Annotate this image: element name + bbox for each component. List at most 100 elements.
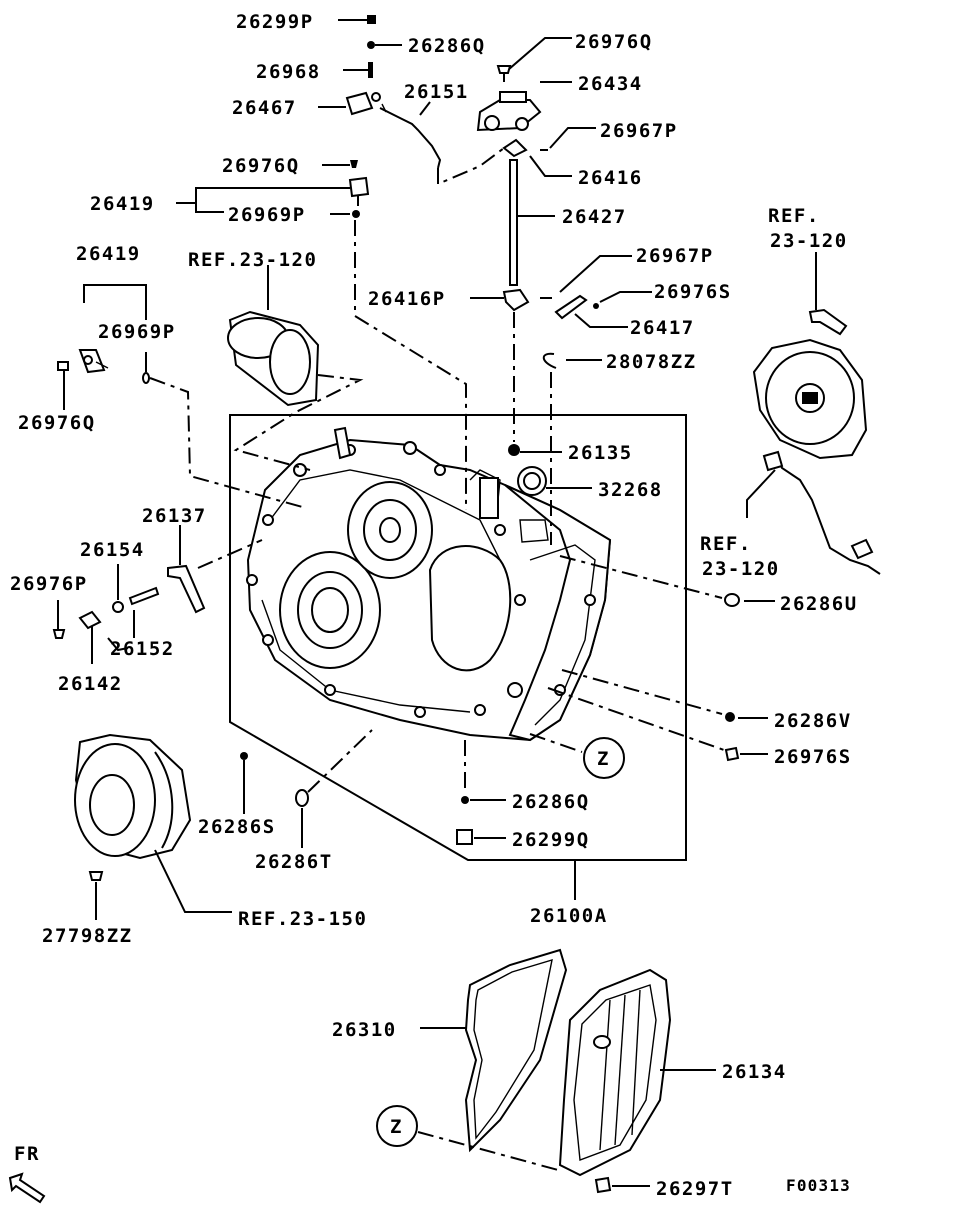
label-26976Q-left: 26976Q — [18, 412, 96, 434]
pin-26154 — [112, 564, 124, 613]
bolt-26976Q-left — [57, 361, 69, 410]
sensor-26419-a — [176, 176, 370, 213]
label-ref-a1: REF. — [768, 205, 820, 227]
sensor-26976Q-mid — [322, 160, 358, 168]
label-ref-a2: 23-120 — [770, 230, 848, 252]
dash-line-harness — [437, 147, 505, 186]
label-26419-b: 26419 — [76, 243, 141, 265]
detent-26416P — [470, 288, 530, 312]
pin-26976P — [52, 600, 66, 639]
label-26969P-b: 26969P — [98, 321, 176, 343]
lever-26137 — [167, 525, 263, 614]
seal-26286V — [561, 669, 768, 722]
label-26417: 26417 — [630, 317, 695, 339]
dash-line-26969P-a — [354, 220, 467, 510]
pin-26967P-top — [540, 127, 596, 151]
callout-z-b — [376, 1105, 559, 1171]
label-26286Q-bot: 26286Q — [512, 791, 590, 813]
label-26286V: 26286V — [774, 710, 852, 732]
label-26154: 26154 — [80, 539, 145, 561]
figure-code: F00313 — [786, 1176, 851, 1195]
sensor-26419-b — [78, 284, 147, 374]
label-26976Q-mid: 26976Q — [222, 155, 300, 177]
harness-26151 — [379, 101, 442, 169]
label-26310: 26310 — [332, 1019, 397, 1041]
label-26142: 26142 — [58, 673, 123, 695]
bolt-26297T — [594, 1176, 650, 1194]
gasket-26310 — [420, 948, 568, 1153]
label-26969P-a: 26969P — [228, 204, 306, 226]
shaft-26427 — [509, 159, 555, 286]
label-ref-b: REF.23-120 — [188, 249, 317, 271]
label-26967P-mid: 26967P — [636, 245, 714, 267]
label-26968: 26968 — [256, 61, 321, 83]
label-fr: FR — [14, 1143, 40, 1165]
seal-26135 — [508, 444, 562, 456]
sensor-26467 — [318, 91, 381, 116]
range-switch-26434 — [476, 81, 572, 132]
oring-26969P-a — [330, 210, 360, 218]
label-26152: 26152 — [110, 638, 175, 660]
case-assembly-box — [229, 414, 687, 861]
label-26299Q: 26299Q — [512, 829, 590, 851]
dash-line-26969P-b — [149, 377, 307, 509]
label-26467: 26467 — [232, 97, 297, 119]
plug-26286Q-bot — [461, 740, 506, 804]
label-28078ZZ: 28078ZZ — [606, 351, 697, 373]
label-26419-a: 26419 — [90, 193, 155, 215]
label-26299P: 26299P — [236, 11, 314, 33]
label-26100A: 26100A — [530, 905, 608, 927]
ring-26286S — [240, 752, 248, 814]
ring-26286T — [295, 729, 373, 848]
label-z-b: Z — [390, 1116, 403, 1138]
bolt-26976Q-top — [496, 37, 572, 82]
plug-26299Q — [456, 829, 506, 845]
label-27798ZZ: 27798ZZ — [42, 925, 133, 947]
label-26976S-bot: 26976S — [774, 746, 852, 768]
label-26427: 26427 — [562, 206, 627, 228]
housing-ref-23-150 — [74, 733, 232, 913]
label-26286U: 26286U — [780, 593, 858, 615]
label-26151: 26151 — [404, 81, 469, 103]
clip-26142 — [78, 610, 129, 664]
label-26286Q-top: 26286Q — [408, 35, 486, 57]
label-26297T: 26297T — [656, 1178, 734, 1200]
seal-26286U — [559, 555, 775, 607]
oring-26969P-b — [142, 352, 150, 384]
label-26135: 26135 — [568, 442, 633, 464]
lever-26416 — [502, 138, 572, 177]
cover-ref-23-120 — [752, 252, 868, 460]
bolt-26976S-top — [593, 291, 652, 309]
label-26134: 26134 — [722, 1061, 787, 1083]
label-26416P: 26416P — [368, 288, 446, 310]
front-direction-arrow-icon — [8, 1172, 46, 1204]
spring-26417 — [554, 294, 628, 328]
label-ref-c2: 23-120 — [702, 558, 780, 580]
label-26416: 26416 — [578, 167, 643, 189]
label-26976P: 26976P — [10, 573, 88, 595]
label-26967P-top: 26967P — [600, 120, 678, 142]
transaxle-case — [246, 426, 612, 742]
pin-26968 — [343, 62, 373, 78]
solenoid-ref-23-120 — [227, 265, 320, 407]
seal-32268 — [517, 466, 592, 496]
pipe-ref-23-120 — [746, 450, 881, 575]
clip-28078ZZ — [542, 352, 602, 369]
pin-26299P — [338, 15, 376, 24]
label-26976Q-top: 26976Q — [575, 31, 653, 53]
label-z-a: Z — [597, 748, 610, 770]
bolt-27798ZZ — [88, 871, 104, 920]
label-26286S: 26286S — [198, 816, 276, 838]
label-ref-c1: REF. — [700, 533, 752, 555]
label-32268: 32268 — [598, 479, 663, 501]
pin-26967P-mid — [540, 255, 632, 299]
ring-26286Q-top — [367, 41, 402, 49]
label-26976S-top: 26976S — [654, 281, 732, 303]
label-26434: 26434 — [578, 73, 643, 95]
label-26286T: 26286T — [255, 851, 333, 873]
bolt-26976S-bot — [547, 687, 768, 762]
label-ref-d: REF.23-150 — [238, 908, 367, 930]
label-26137: 26137 — [142, 505, 207, 527]
pin-26152 — [128, 586, 160, 638]
